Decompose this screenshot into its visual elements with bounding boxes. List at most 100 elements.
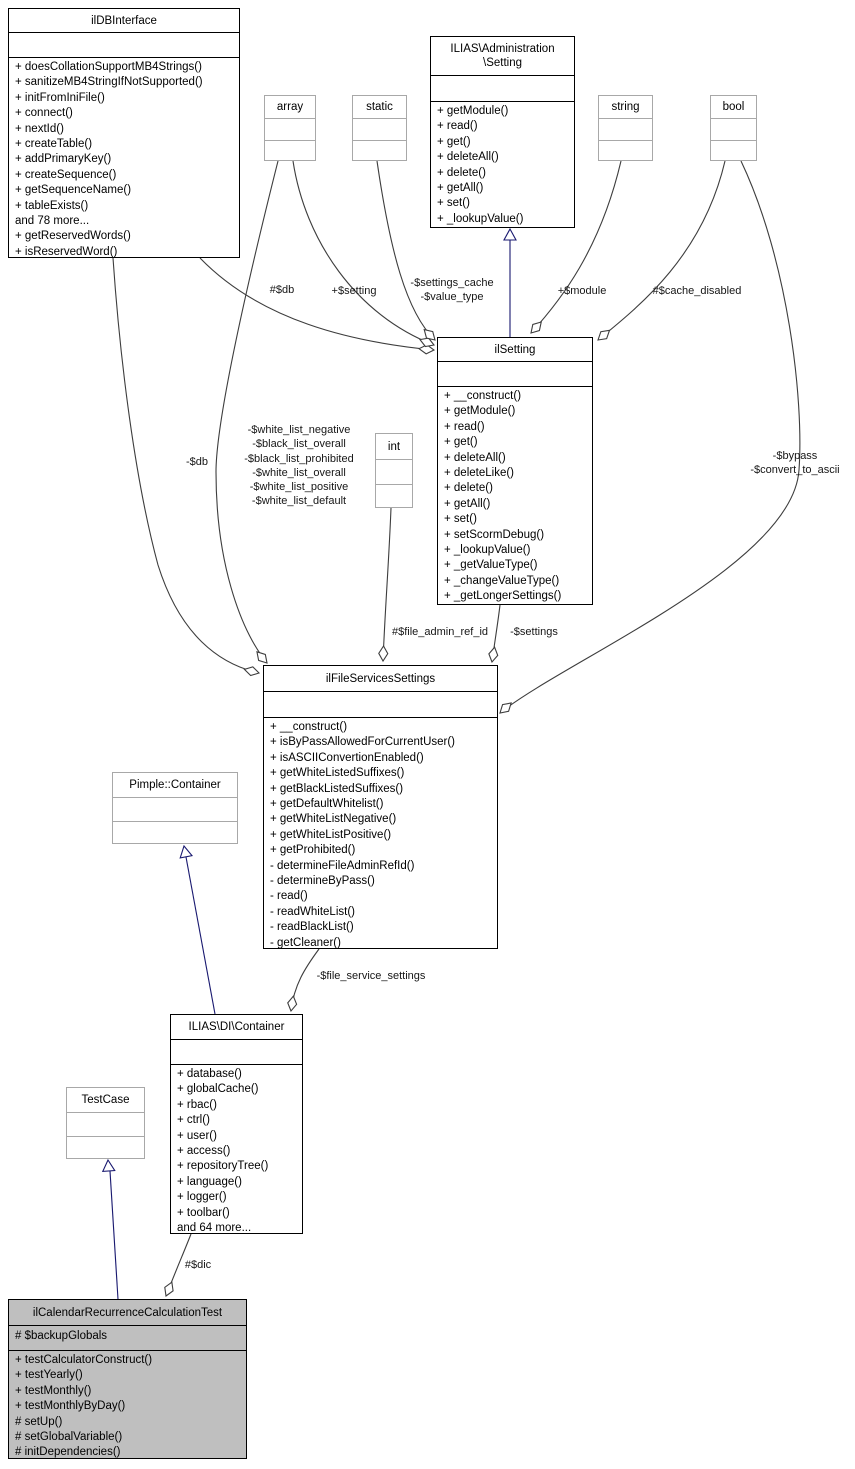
method-item: + createSequence() [15, 168, 117, 181]
method-item: + tableExists() [15, 199, 89, 212]
class-title-line: ILIAS\DI\Container [188, 1021, 285, 1033]
method-item: + getWhiteListPositive() [270, 828, 392, 841]
methods-section [599, 140, 652, 160]
methods-section [711, 140, 756, 160]
method-item: - read() [270, 890, 308, 903]
class-title-line: ilCalendarRecurrenceCalculationTest [32, 1306, 223, 1319]
methods-section [376, 484, 412, 507]
aggregation-diamond-icon [287, 995, 298, 1013]
class-title-line: string [611, 101, 640, 113]
method-item: + __construct() [444, 390, 522, 402]
attributes-section [67, 1112, 144, 1136]
class-node-int: int [375, 433, 413, 508]
class-node-ildbinterface[interactable]: ilDBInterface+ doesCollationSupportMB4St… [8, 8, 240, 258]
edge-ildbinterface-to-ilsetting [199, 257, 435, 351]
method-item: + database() [177, 1068, 242, 1080]
method-item: + getReservedWords() [15, 230, 131, 243]
method-item: + getDefaultWhitelist() [270, 798, 384, 811]
edge-label-line: #$dic [184, 1259, 212, 1271]
edge-label-line: #$cache_disabled [652, 285, 742, 297]
edge-bool-to-filesettings [499, 160, 801, 714]
method-item: + access() [177, 1145, 231, 1158]
edge-label: -$settings [510, 625, 558, 639]
edge-label-line: -$convert_to_ascii [750, 464, 840, 477]
method-item: + get() [444, 436, 478, 449]
class-title: ilFileServicesSettings [264, 666, 497, 691]
method-item: - determineFileAdminRefId() [270, 859, 415, 872]
method-item: + getAll() [444, 497, 491, 510]
method-item: + connect() [15, 107, 73, 120]
edge-label-line: -$black_list_overall [252, 438, 346, 451]
edge-label: -$bypass -$convert_to_ascii [750, 449, 839, 478]
edge-static-to-ilsetting [376, 160, 436, 341]
method-item: + toolbar() [177, 1206, 230, 1219]
method-item: - readBlackList() [270, 921, 354, 934]
attributes-section [376, 459, 412, 484]
edge-label-line: -$settings_cache [410, 277, 494, 289]
method-item: + getModule() [444, 405, 516, 418]
class-node-filesettings[interactable]: ilFileServicesSettings + __construct() + i… [263, 665, 498, 949]
method-item: + _lookupValue() [437, 212, 524, 225]
edge-label: #$db [270, 283, 294, 297]
edge-label-line: -$white_list_overall [252, 466, 346, 479]
aggregation-diamond-icon [417, 344, 436, 355]
attributes-section [353, 118, 406, 140]
method-item: + user() [177, 1129, 217, 1142]
method-item: + rbac() [177, 1098, 217, 1111]
class-title: ILIAS\DI\Container [171, 1015, 302, 1039]
aggregation-diamond-icon [243, 666, 261, 677]
method-item: # initDependencies() [15, 1446, 121, 1458]
method-item: + set() [437, 197, 470, 210]
class-node-ilsetting[interactable]: ilSetting+ __construct()+ getModule()+ r… [437, 337, 593, 605]
edge-label-line: +$setting [331, 285, 377, 297]
method-item: + deleteAll() [444, 451, 506, 464]
class-node-admin-setting[interactable]: ILIAS\Administration \Setting + getModule(… [430, 36, 575, 228]
edge-int-to-filesettings [382, 507, 392, 662]
class-title-line: ILIAS\Administration [450, 43, 555, 55]
method-item: + set() [444, 513, 477, 526]
method-item: + _getValueType() [444, 559, 538, 572]
method-item: + addPrimaryKey() [15, 153, 112, 166]
edge-label-line: +$module [557, 285, 607, 297]
edge-label-line: -$bypass [772, 450, 818, 462]
aggregation-diamond-icon [530, 321, 542, 334]
edge-label-line: -$file_service_settings [316, 970, 426, 982]
inheritance-arrow-icon [503, 227, 517, 241]
edge-label: -$settings_cache-$value_type [410, 276, 493, 305]
edge-bool-to-ilsetting [597, 160, 726, 341]
method-item: - readWhiteList() [270, 905, 355, 918]
method-item: + getBlackListedSuffixes() [270, 782, 404, 795]
attributes-section [599, 118, 652, 140]
methods-section [113, 821, 237, 843]
edge-caltest-to-testcase [109, 1170, 119, 1300]
method-item: # setUp() [15, 1415, 63, 1428]
method-item: + isByPassAllowedForCurrentUser() [270, 736, 456, 749]
inheritance-arrow-icon [179, 844, 194, 859]
attributes-section [171, 1039, 302, 1064]
methods-section [265, 140, 315, 160]
class-title-line: \Setting [483, 57, 522, 69]
class-node-caltest: ilCalendarRecurrenceCalculationTest# $ba… [8, 1299, 247, 1459]
aggregation-diamond-icon [418, 337, 435, 348]
method-item: + nextId() [15, 122, 64, 135]
method-item: + __construct() [270, 721, 348, 733]
method-item: + ctrl() [177, 1114, 210, 1127]
method-item: + _getLongerSettings() [444, 590, 562, 603]
edge-label-line: -$db [185, 456, 209, 468]
class-node-testcase: TestCase [66, 1087, 145, 1159]
class-node-dicontainer[interactable]: ILIAS\DI\Container+ database()+ globalCa… [170, 1014, 303, 1234]
aggregation-diamond-icon [499, 702, 512, 714]
class-title-line: ilFileServicesSettings [325, 672, 436, 685]
method-item: + getModule() [437, 105, 509, 117]
methods-section: + testCalculatorConstruct()+ testYearly(… [9, 1350, 246, 1458]
edge-label-line: -$white_list_positive [249, 481, 349, 494]
class-title-line: TestCase [81, 1094, 130, 1106]
edge-label: +$module [558, 284, 607, 298]
method-item: + logger() [177, 1191, 227, 1204]
edge-label-line: -$settings [510, 626, 558, 638]
inheritance-arrow-icon [101, 1158, 116, 1173]
method-item: + repositoryTree() [177, 1160, 269, 1173]
class-title: ILIAS\Administration \Setting [431, 37, 574, 75]
